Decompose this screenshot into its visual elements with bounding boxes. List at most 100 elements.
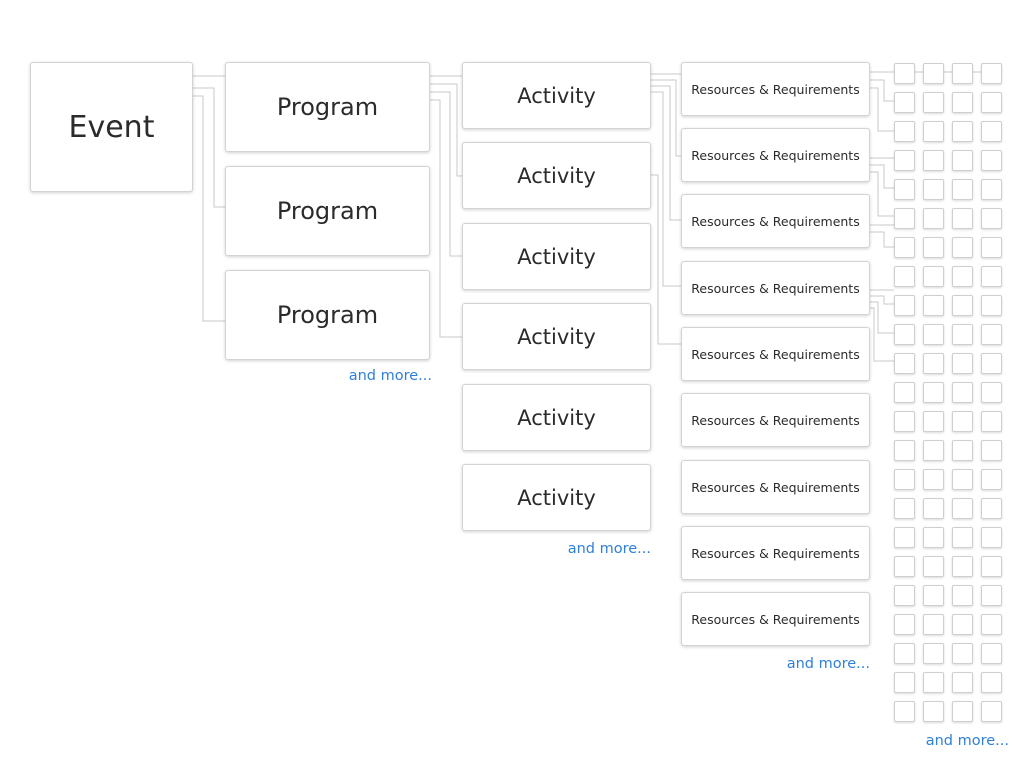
event-label: Event: [68, 109, 155, 145]
activity-label: Activity: [517, 163, 596, 188]
leaf-box: [923, 92, 944, 113]
activities-more-link[interactable]: and more...: [567, 541, 651, 557]
activity-node: Activity: [462, 62, 651, 129]
leaf-box: [952, 498, 973, 519]
resource-node: Resources & Requirements: [681, 327, 870, 381]
leaf-box: [952, 469, 973, 490]
program-node: Program: [225, 62, 430, 152]
resource-label: Resources & Requirements: [691, 213, 860, 229]
leaf-box: [981, 614, 1002, 635]
connector-line: [430, 83, 462, 177]
leaf-box: [981, 179, 1002, 200]
leaf-box: [894, 92, 915, 113]
leaf-box: [894, 701, 915, 722]
activity-label: Activity: [517, 244, 596, 269]
leaf-box: [952, 382, 973, 403]
event-node: Event: [30, 62, 193, 192]
activity-node: Activity: [462, 303, 651, 370]
leaf-box: [981, 643, 1002, 664]
leaf-box: [952, 556, 973, 577]
resource-node: Resources & Requirements: [681, 261, 870, 315]
connector-line: [651, 85, 681, 221]
program-node: Program: [225, 166, 430, 256]
leaf-box: [894, 324, 915, 345]
leaf-box: [981, 382, 1002, 403]
resource-node: Resources & Requirements: [681, 194, 870, 248]
connector-line: [870, 164, 894, 189]
resources-more-link[interactable]: and more...: [786, 656, 870, 672]
leaf-box: [923, 121, 944, 142]
leaf-box: [952, 411, 973, 432]
leaf-box: [923, 411, 944, 432]
program-label: Program: [276, 93, 379, 121]
leaf-box: [894, 295, 915, 316]
program-label: Program: [276, 301, 379, 329]
leaf-box: [923, 527, 944, 548]
resource-node: Resources & Requirements: [681, 460, 870, 514]
leaf-box: [894, 556, 915, 577]
leaf-box: [981, 150, 1002, 171]
activity-label: Activity: [517, 324, 596, 349]
resource-label: Resources & Requirements: [691, 147, 860, 163]
leaf-box: [894, 411, 915, 432]
resource-node: Resources & Requirements: [681, 592, 870, 646]
leaf-box: [952, 179, 973, 200]
leaf-box: [952, 701, 973, 722]
leaf-box: [981, 63, 1002, 84]
leaf-box: [923, 208, 944, 229]
resource-node: Resources & Requirements: [681, 128, 870, 182]
connector-line: [870, 295, 894, 305]
leaf-box: [952, 614, 973, 635]
leaf-box: [923, 266, 944, 287]
connector-line: [651, 79, 681, 157]
leaf-box: [923, 150, 944, 171]
leaf-box: [894, 643, 915, 664]
connector-line: [651, 174, 681, 345]
leaf-box: [894, 527, 915, 548]
resource-label: Resources & Requirements: [691, 346, 860, 362]
leaf-box: [923, 556, 944, 577]
activity-label: Activity: [517, 485, 596, 510]
leaf-box: [923, 440, 944, 461]
leaf-box: [894, 179, 915, 200]
resource-label: Resources & Requirements: [691, 545, 860, 561]
connector-line: [193, 87, 225, 208]
resource-label: Resources & Requirements: [691, 479, 860, 495]
leaf-box: [981, 266, 1002, 287]
connector-line: [430, 99, 462, 338]
leaf-box: [894, 614, 915, 635]
programs-more-link[interactable]: and more...: [348, 368, 432, 384]
leaf-box: [981, 353, 1002, 374]
leaf-box: [981, 295, 1002, 316]
leaf-box: [952, 672, 973, 693]
leaves-more-link[interactable]: and more...: [925, 733, 1009, 749]
leaf-box: [923, 701, 944, 722]
leaf-box: [894, 150, 915, 171]
connector-line: [430, 91, 462, 257]
leaf-box: [981, 92, 1002, 113]
resource-label: Resources & Requirements: [691, 412, 860, 428]
leaf-box: [923, 614, 944, 635]
leaf-box: [952, 295, 973, 316]
leaf-box: [894, 440, 915, 461]
leaf-box: [894, 63, 915, 84]
leaf-box: [952, 92, 973, 113]
program-node: Program: [225, 270, 430, 360]
leaf-box: [952, 527, 973, 548]
connector-line: [870, 307, 894, 362]
leaf-box: [894, 585, 915, 606]
activity-label: Activity: [517, 405, 596, 430]
leaf-box: [923, 672, 944, 693]
activity-node: Activity: [462, 223, 651, 290]
resource-node: Resources & Requirements: [681, 393, 870, 447]
leaf-box: [952, 643, 973, 664]
leaf-box: [952, 585, 973, 606]
resource-node: Resources & Requirements: [681, 526, 870, 580]
leaf-box: [981, 498, 1002, 519]
activity-node: Activity: [462, 464, 651, 531]
leaf-box: [952, 440, 973, 461]
leaf-box: [923, 63, 944, 84]
leaf-box: [981, 469, 1002, 490]
leaf-box: [952, 353, 973, 374]
